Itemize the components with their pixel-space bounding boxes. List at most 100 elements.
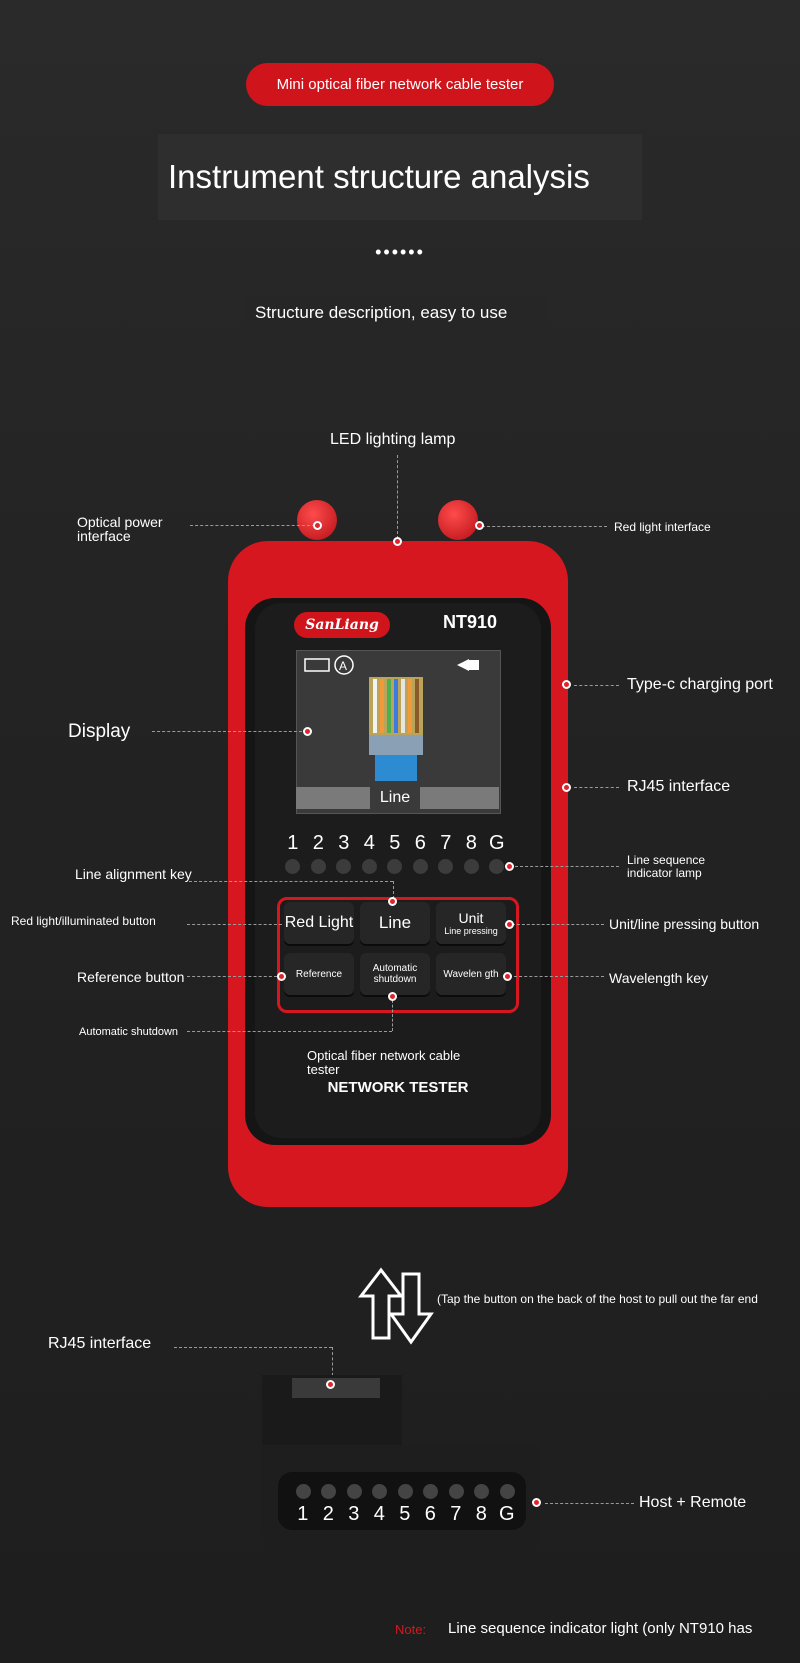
red-light-interface-label: Red light interface — [614, 520, 711, 534]
led-label: LED lighting lamp — [330, 431, 456, 448]
pin-label: 3 — [348, 1503, 360, 1525]
remote-indicator-strip — [278, 1472, 526, 1530]
page-title: Instrument structure analysis — [158, 134, 642, 220]
indicator-lamp — [438, 859, 453, 874]
line-pressing-label: Line pressing — [444, 926, 498, 936]
pin-label: 5 — [389, 832, 401, 854]
pin-label: 1 — [297, 1503, 309, 1525]
unit-line-button-label: Unit/line pressing button — [609, 916, 760, 932]
reference-button[interactable]: Reference — [284, 953, 354, 995]
remote-lamp — [500, 1484, 515, 1499]
screen-mode-label: Line — [370, 786, 420, 810]
remote-lamp — [347, 1484, 362, 1499]
pin-label: 7 — [450, 1503, 462, 1525]
indicator-lamp — [336, 859, 351, 874]
rj45-label: RJ45 interface — [627, 778, 731, 795]
rj45-remote-leader — [174, 1347, 332, 1348]
optical-power-port — [297, 500, 337, 540]
product-description: Optical fiber network cable tester — [307, 1048, 461, 1077]
line-alignment-vleader — [393, 881, 394, 899]
reference-dot — [277, 972, 286, 981]
reference-leader — [187, 976, 277, 977]
battery-icon — [304, 658, 330, 672]
title-dots: •••••• — [375, 242, 425, 262]
flashlight-icon — [457, 659, 479, 671]
note-label: Note: — [395, 1622, 427, 1637]
wavelength-leader — [514, 976, 604, 977]
host-remote-label: Host + Remote — [639, 1494, 747, 1511]
unit-button[interactable]: Unit Line pressing — [436, 902, 506, 944]
wavelength-button[interactable]: Wavelen gth — [436, 953, 506, 995]
pin-label: G — [488, 832, 505, 854]
red-light-button[interactable]: Red Light — [284, 902, 354, 944]
typec-leader — [574, 685, 619, 686]
page-subtitle: Structure description, easy to use — [245, 297, 547, 329]
indicator-lamp — [285, 859, 300, 874]
line-sequence-dot — [505, 862, 514, 871]
display-leader — [152, 731, 302, 732]
rj45-leader — [574, 787, 619, 788]
host-remote-leader — [545, 1503, 634, 1504]
pin-label: 6 — [424, 1503, 436, 1525]
unit-line-leader — [512, 924, 604, 925]
wavelength-dot — [503, 972, 512, 981]
pin-label: 2 — [312, 832, 324, 854]
pin-label: 8 — [465, 832, 477, 854]
rj45-remote-dot — [326, 1380, 335, 1389]
red-light-button-leader — [187, 924, 282, 925]
wavelength-key-label: Wavelength key — [609, 970, 709, 986]
auto-shutdown-vleader — [392, 1000, 393, 1031]
led-leader — [397, 455, 398, 539]
host-remote-dot — [532, 1498, 541, 1507]
remote-lamp — [474, 1484, 489, 1499]
indicator-lamp — [489, 859, 504, 874]
reference-button-label: Reference button — [77, 969, 185, 985]
pin-label: 8 — [475, 1503, 487, 1525]
display-dot — [303, 727, 312, 736]
line-button[interactable]: Line — [360, 902, 430, 944]
rj45-remote-label: RJ45 interface — [48, 1335, 152, 1352]
pin-label: 6 — [414, 832, 426, 854]
auto-icon — [334, 655, 354, 675]
keypad-frame — [277, 897, 519, 1013]
auto-shutdown-leader — [187, 1031, 392, 1032]
device-print: NETWORK TESTER — [327, 1079, 469, 1096]
unit-label: Unit — [458, 910, 484, 926]
pin-label: 3 — [338, 832, 350, 854]
indicator-lamp — [464, 859, 479, 874]
indicator-lamp — [387, 859, 402, 874]
red-light-interface-dot — [475, 521, 484, 530]
remote-lamp — [423, 1484, 438, 1499]
indicator-lamp — [413, 859, 428, 874]
line-alignment-leader — [189, 881, 393, 882]
optical-power-leader — [190, 525, 315, 526]
product-tag: Mini optical fiber network cable tester — [246, 63, 554, 106]
typec-dot — [562, 680, 571, 689]
indicator-lamp — [362, 859, 377, 874]
optical-power-label: Optical power interface — [77, 514, 163, 544]
pin-label: 4 — [373, 1503, 385, 1525]
line-sequence-lamp-label: Line sequence indicator lamp — [627, 853, 706, 880]
auto-shutdown-dot — [388, 992, 397, 1001]
pin-label: 2 — [322, 1503, 334, 1525]
remote-rj45-port — [292, 1378, 380, 1398]
tap-note: (Tap the button on the back of the host … — [437, 1292, 758, 1306]
rj45-dot — [562, 783, 571, 792]
remote-lamp — [296, 1484, 311, 1499]
auto-shutdown-button[interactable]: Automatic shutdown — [360, 953, 430, 995]
display-graphic: A — [304, 655, 479, 781]
display-label: Display — [68, 721, 131, 742]
red-light-port — [438, 500, 478, 540]
red-light-interface-leader — [482, 526, 607, 527]
line-sequence-leader — [515, 866, 619, 867]
optical-power-dot — [313, 521, 322, 530]
model-label: NT910 — [442, 612, 498, 632]
unit-line-dot — [505, 920, 514, 929]
rj45-remote-vleader — [332, 1347, 333, 1381]
line-alignment-label: Line alignment key — [75, 866, 192, 882]
note-text: Line sequence indicator light (only NT91… — [448, 1620, 753, 1637]
remote-lamp — [449, 1484, 464, 1499]
pin-label: 7 — [440, 832, 452, 854]
